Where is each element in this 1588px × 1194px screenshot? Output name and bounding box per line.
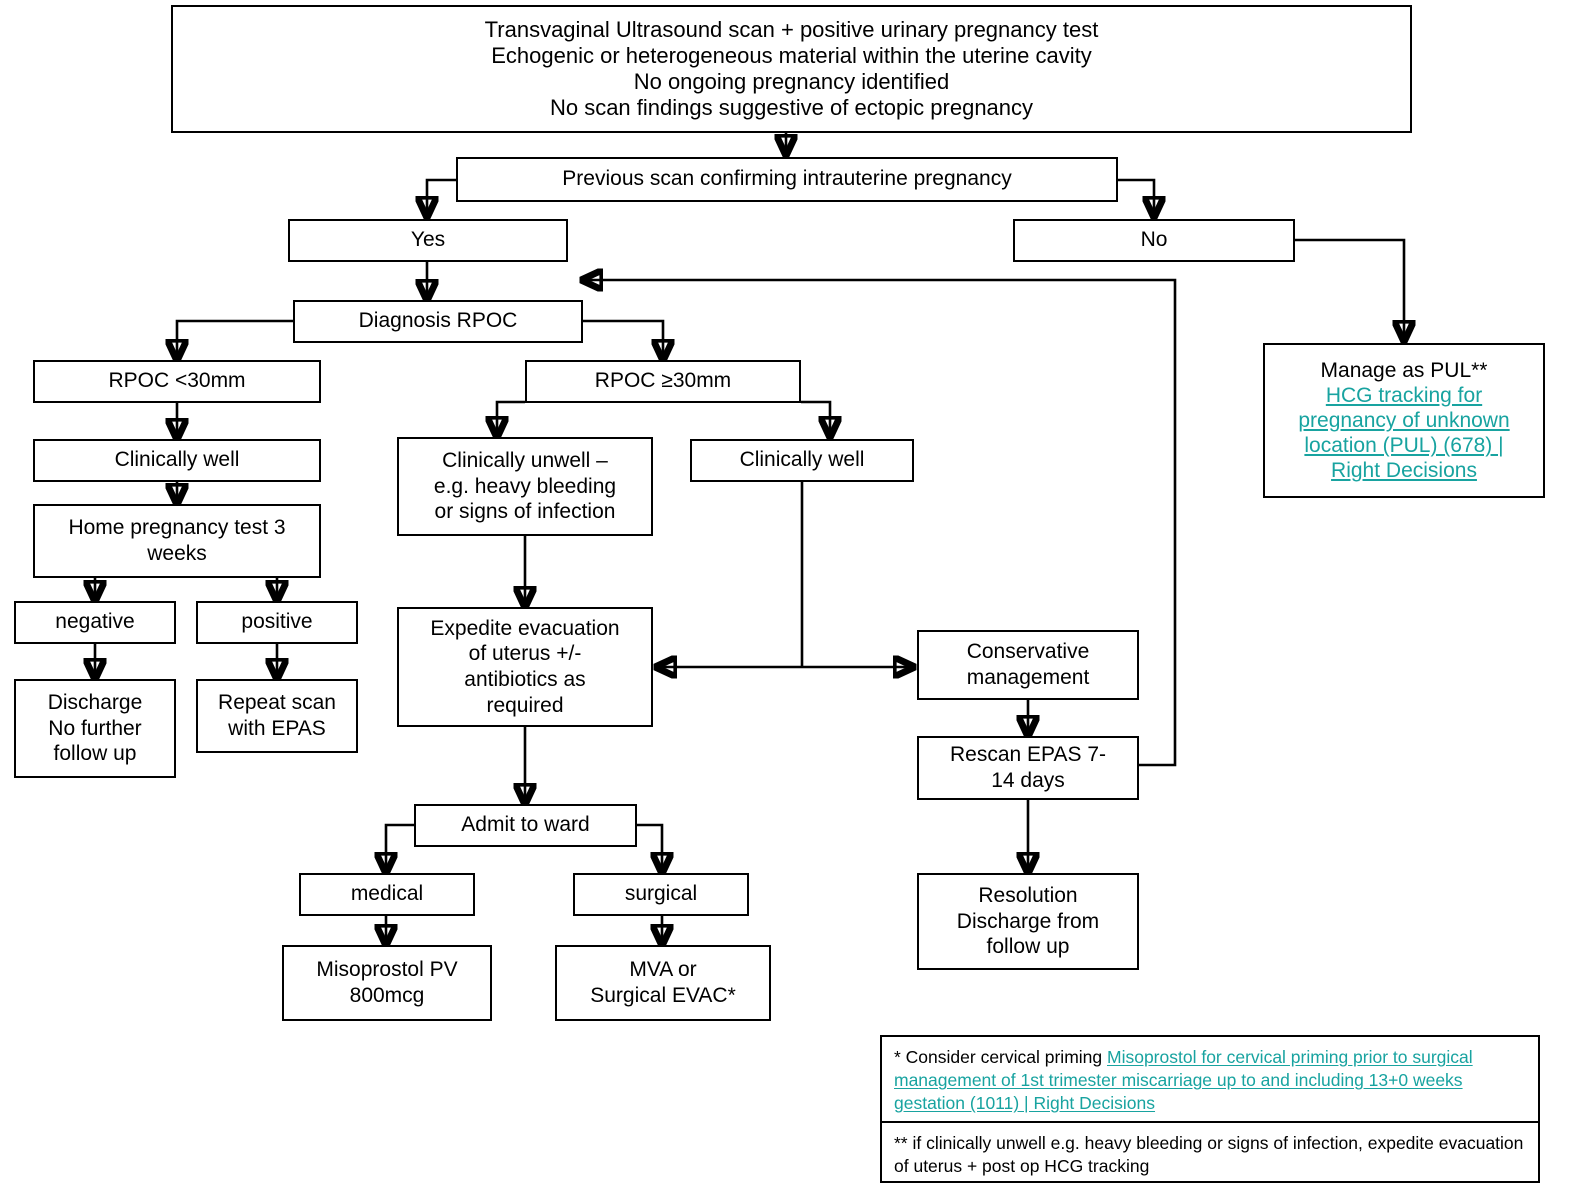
footnote-first-link[interactable]: Misoprostol for cervical priming prior t… xyxy=(894,1047,1473,1114)
node-clinically-well-right: Clinically well xyxy=(690,439,914,482)
edge-previous-to-yes xyxy=(427,178,456,216)
manage-pul-link-line-4[interactable]: Right Decisions xyxy=(1331,459,1477,483)
node-medical: medical xyxy=(299,873,475,916)
node-positive: positive xyxy=(196,601,358,644)
node-diagnosis-rpoc: Diagnosis RPOC xyxy=(293,300,583,343)
manage-pul-link-line-2[interactable]: pregnancy of unknown xyxy=(1298,408,1510,432)
node-rescan-epas: Rescan EPAS 7- 14 days xyxy=(917,736,1139,800)
node-misoprostol: Misoprostol PV 800mcg xyxy=(282,945,492,1021)
edge-rpoc-ge30-to-well-right xyxy=(801,400,830,436)
node-conservative-management: Conservative management xyxy=(917,630,1139,700)
footnote-second: ** if clinically unwell e.g. heavy bleed… xyxy=(882,1121,1538,1181)
edge-admit-to-surgical xyxy=(637,823,662,872)
node-discharge: Discharge No further follow up xyxy=(14,679,176,778)
node-resolution: Resolution Discharge from follow up xyxy=(917,873,1139,970)
node-clinically-unwell: Clinically unwell – e.g. heavy bleeding … xyxy=(397,437,653,536)
node-repeat-scan: Repeat scan with EPAS xyxy=(196,679,358,753)
node-rpoc-ge30: RPOC ≥30mm xyxy=(525,360,801,403)
manage-pul-link-line-1[interactable]: HCG tracking for xyxy=(1325,383,1483,407)
node-home-pregnancy-test: Home pregnancy test 3 weeks xyxy=(33,504,321,578)
edge-no-to-manage-pul xyxy=(1295,238,1404,340)
node-clinically-well-left: Clinically well xyxy=(33,439,321,482)
node-entry: Transvaginal Ultrasound scan + positive … xyxy=(171,5,1412,133)
node-no: No xyxy=(1013,219,1295,262)
node-rpoc-lt30: RPOC <30mm xyxy=(33,360,321,403)
edge-rpoc-ge30-to-unwell xyxy=(497,400,525,436)
manage-pul-link-line-3[interactable]: location (PUL) (678) | xyxy=(1304,434,1504,458)
edge-admit-to-medical xyxy=(386,823,414,872)
node-yes: Yes xyxy=(288,219,568,262)
node-surgical: surgical xyxy=(573,873,749,916)
manage-pul-heading: Manage as PUL** xyxy=(1320,358,1488,382)
edge-diagnosis-to-rpoc-lt30 xyxy=(177,319,293,359)
edge-previous-to-no xyxy=(1118,178,1154,216)
node-expedite-evacuation: Expedite evacuation of uterus +/- antibi… xyxy=(397,607,653,727)
node-negative: negative xyxy=(14,601,176,644)
footnote-first-prefix: * Consider cervical priming xyxy=(894,1047,1107,1067)
footnotes-box: * Consider cervical priming Misoprostol … xyxy=(880,1035,1540,1183)
node-mva-surgical-evac: MVA or Surgical EVAC* xyxy=(555,945,771,1021)
node-previous-scan: Previous scan confirming intrauterine pr… xyxy=(456,157,1118,202)
footnote-first: * Consider cervical priming Misoprostol … xyxy=(882,1037,1538,1121)
node-admit-to-ward: Admit to ward xyxy=(414,804,637,847)
node-manage-as-pul: Manage as PUL** HCG tracking for pregnan… xyxy=(1263,343,1545,498)
